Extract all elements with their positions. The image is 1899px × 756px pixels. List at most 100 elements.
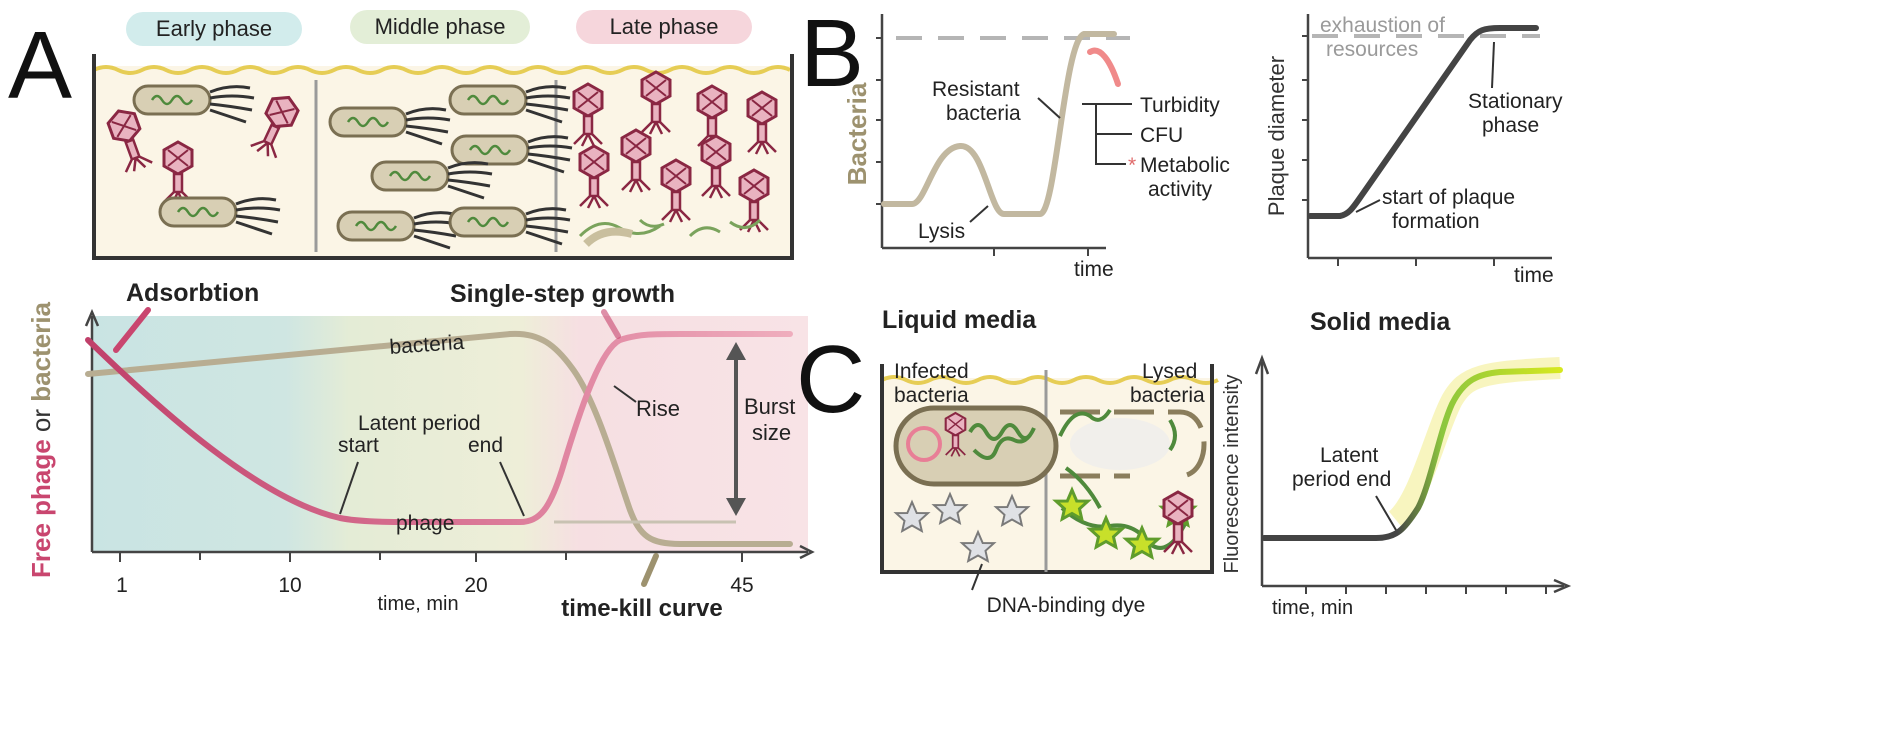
- early-phase-label: Early phase: [156, 16, 272, 41]
- fluor-y-label: Fluorescence intensity: [1221, 375, 1243, 574]
- metabolic-activity-curve: [1087, 47, 1121, 87]
- x-axis-arrow: [799, 544, 815, 560]
- start-plaque-pointer: [1355, 199, 1381, 213]
- bacteria-curve: [85, 330, 793, 547]
- rise-label: Rise: [636, 396, 680, 421]
- stationary-label-1: Stationary: [1468, 90, 1563, 113]
- middle-phase-label: Middle phase: [375, 14, 506, 39]
- liquid-x-label: time: [1074, 258, 1114, 281]
- panel-c: C Infected bacteria Ly: [796, 326, 1572, 619]
- y-axis-arrow: [84, 308, 100, 327]
- x-axis-ticks: [119, 552, 743, 562]
- latent-end-label-1: Latent: [1320, 444, 1379, 467]
- fluor-x-ticks: [1305, 586, 1547, 594]
- start-plaque-label-2: formation: [1392, 210, 1480, 233]
- panel-b-letter: B: [800, 0, 864, 107]
- dye-label: DNA-binding dye: [987, 594, 1146, 617]
- resistant-label-2: bacteria: [946, 102, 1021, 125]
- early-phase-pill: [126, 12, 302, 46]
- single-step-marker: [601, 309, 621, 339]
- late-phase-pill: [576, 10, 752, 44]
- x-tick-label: 45: [730, 574, 753, 597]
- latent-start-pointer: [339, 461, 359, 515]
- exhaustion-label-2: resources: [1326, 38, 1418, 61]
- burst-label-2: size: [752, 420, 791, 445]
- phage-curve-label: phage: [396, 512, 454, 535]
- cfu-label: CFU: [1140, 124, 1183, 147]
- x-tick-label: 10: [278, 574, 301, 597]
- stained-dna: [1060, 506, 1188, 550]
- latent-end-label-2: period end: [1292, 468, 1391, 491]
- fluor-x-label: time, min: [1272, 597, 1353, 619]
- turbidity-label: Turbidity: [1140, 94, 1220, 117]
- fluorescence-curve: [1261, 367, 1563, 541]
- resistant-pointer: [1037, 97, 1061, 119]
- panel-b: B Bacteria Resistant bacteria Turbidity …: [800, 0, 1563, 336]
- phase-background: [92, 316, 808, 552]
- single-step-label: Single-step growth: [450, 280, 675, 308]
- panel-a: A Early phase Middle phase Late phase: [8, 10, 815, 622]
- bacteria-curve-label: bacteria: [389, 331, 465, 359]
- stationary-pointer: [1491, 41, 1495, 89]
- fluor-x-axis-arrow: [1553, 578, 1572, 594]
- phage-curve: [85, 330, 793, 525]
- dye-pointer: [971, 563, 983, 591]
- exhaustion-label-1: exhaustion of: [1320, 14, 1445, 37]
- liquid-media-title: Liquid media: [882, 306, 1037, 334]
- y-label-or: or: [26, 402, 56, 440]
- metabolic-label-2: activity: [1148, 178, 1213, 201]
- lysed-label-1: Lysed: [1142, 360, 1197, 383]
- plaque-growth-curve: [1307, 25, 1539, 219]
- y-axis-label: Free phage or bacteria: [26, 301, 56, 578]
- lysed-debris: [583, 227, 634, 247]
- fluor-y-axis-arrow: [1254, 354, 1270, 375]
- latent-start-label: start: [338, 434, 379, 457]
- lysed-envelope: [1060, 409, 1207, 479]
- container-walls: [92, 54, 794, 260]
- adsorbtion-label: Adsorbtion: [126, 279, 259, 307]
- liquid-y-ticks: [876, 37, 1089, 256]
- resistant-label-1: Resistant: [932, 78, 1020, 101]
- start-plaque-label-1: start of plaque: [1382, 186, 1515, 209]
- stationary-label-2: phase: [1482, 114, 1539, 137]
- liquid-surface: [93, 65, 791, 75]
- middle-phase-pill: [350, 10, 530, 44]
- x-axis-label: time, min: [377, 593, 458, 615]
- bacterial-dna: [968, 423, 1036, 460]
- latent-end-label: end: [468, 434, 503, 457]
- lysed-cytoplasm: [1070, 418, 1170, 470]
- x-tick-label: 20: [464, 574, 487, 597]
- well-liquid-surface: [881, 375, 1219, 385]
- solid-axis-ticks: [1302, 35, 1495, 266]
- burst-label-1: Burst: [744, 394, 795, 419]
- latent-end-pointer: [499, 461, 525, 517]
- lysis-label: Lysis: [918, 220, 965, 243]
- panel-a-letter: A: [8, 12, 72, 119]
- adsorbtion-marker: [113, 307, 151, 353]
- y-label-bacteria: bacteria: [26, 301, 56, 401]
- burst-size-arrowheads: [726, 342, 746, 516]
- liquid-bacteria-curve: [881, 31, 1117, 217]
- latent-period-label: Latent period: [358, 412, 481, 435]
- released-dna: [1058, 408, 1177, 509]
- infected-label-1: Infected: [894, 360, 969, 383]
- lysis-pointer: [969, 205, 989, 223]
- time-kill-label: time-kill curve: [561, 595, 722, 622]
- solid-y-label: Plaque diameter: [1264, 56, 1289, 216]
- latent-end-pointer: [1375, 495, 1397, 531]
- late-phase-label: Late phase: [610, 14, 719, 39]
- x-tick-label: 1: [116, 574, 128, 597]
- time-kill-marker: [641, 553, 659, 587]
- liquid-y-label: Bacteria: [842, 82, 872, 185]
- infected-label-2: bacteria: [894, 384, 969, 407]
- measurement-bracket: [1082, 103, 1132, 165]
- plasmid-illustration: [906, 426, 942, 462]
- rise-pointer: [613, 385, 637, 403]
- infected-bacterium: [893, 405, 1059, 487]
- panel-c-letter: C: [796, 326, 865, 433]
- asterisk-label: *: [1128, 154, 1136, 177]
- y-label-free-phage: Free phage: [26, 439, 56, 578]
- solid-media-title: Solid media: [1310, 308, 1451, 336]
- lysed-label-2: bacteria: [1130, 384, 1205, 407]
